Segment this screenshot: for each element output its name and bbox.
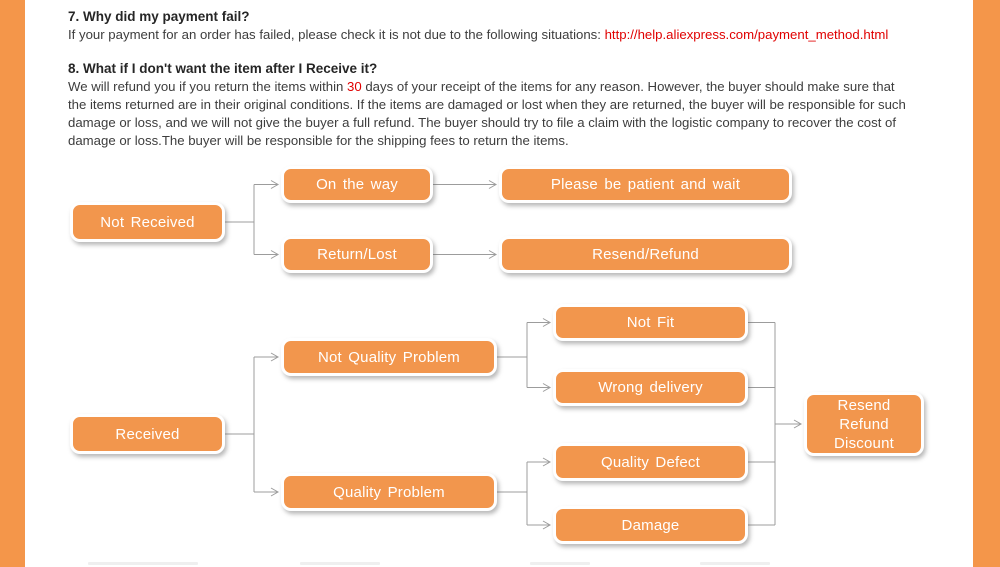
- left-border-strip: [0, 0, 25, 567]
- faq-item-7: 7. Why did my payment fail? If your paym…: [68, 8, 916, 44]
- node-resend-refund: Resend/Refund: [499, 236, 792, 273]
- payment-method-link[interactable]: http://help.aliexpress.com/payment_metho…: [604, 27, 889, 42]
- faq-answer-8-text-1: We will refund you if you return the ite…: [68, 79, 348, 94]
- node-please-be-patient: Please be patient and wait: [499, 166, 792, 203]
- node-not-received: Not Received: [70, 202, 225, 242]
- faq-answer-7-text: If your payment for an order has failed,…: [68, 27, 605, 42]
- faq-question-7: 7. Why did my payment fail?: [68, 9, 250, 24]
- node-resend-refund-discount: Resend Refund Discount: [804, 392, 924, 456]
- faq-answer-8-text-2: days of your receipt of the items for an…: [68, 79, 906, 148]
- refund-days-highlight: 30: [347, 79, 362, 94]
- node-not-fit: Not Fit: [553, 304, 748, 341]
- faq-text-block: 7. Why did my payment fail? If your paym…: [68, 8, 916, 150]
- node-quality-problem: Quality Problem: [281, 473, 497, 511]
- node-on-the-way: On the way: [281, 166, 433, 203]
- node-return-lost: Return/Lost: [281, 236, 433, 273]
- node-quality-defect: Quality Defect: [553, 443, 748, 481]
- right-border-strip: [973, 0, 1000, 567]
- faq-answer-7: If your payment for an order has failed,…: [68, 26, 916, 44]
- faq-item-8: 8. What if I don't want the item after I…: [68, 60, 916, 150]
- faq-answer-8: We will refund you if you return the ite…: [68, 78, 916, 150]
- node-not-quality-problem: Not Quality Problem: [281, 338, 497, 376]
- node-wrong-delivery: Wrong delivery: [553, 369, 748, 406]
- faq-question-8: 8. What if I don't want the item after I…: [68, 61, 378, 76]
- node-received: Received: [70, 414, 225, 454]
- node-damage: Damage: [553, 506, 748, 544]
